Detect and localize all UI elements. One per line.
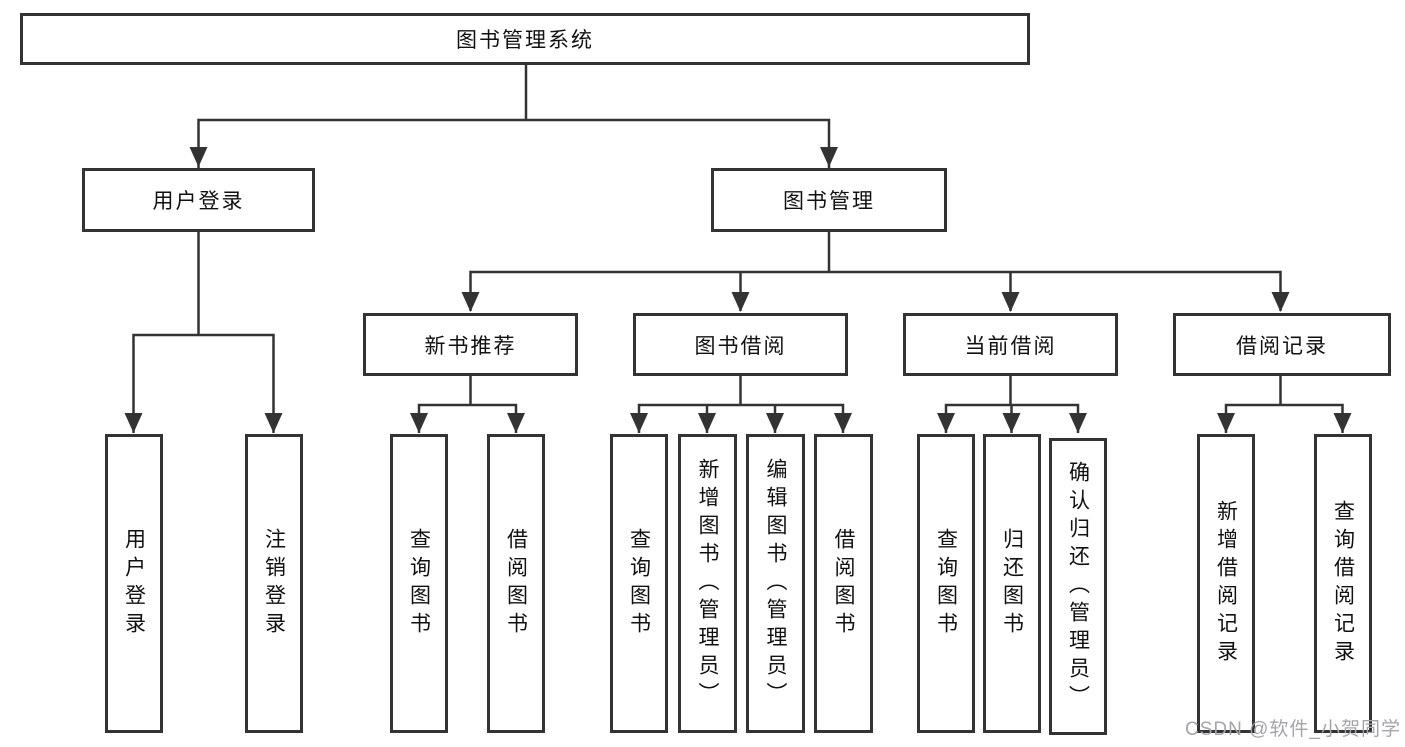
leaf-query-books-borrow-label: 查询图书 <box>627 527 651 640</box>
leaf-query-books-borrow: 查询图书 <box>610 434 668 733</box>
node-current-borrow: 当前借阅 <box>903 313 1118 376</box>
node-new-book-recommend: 新书推荐 <box>363 313 578 376</box>
leaf-query-borrow-record: 查询借阅记录 <box>1314 434 1372 733</box>
leaf-borrow-books-new-label: 借阅图书 <box>504 527 528 640</box>
leaf-query-borrow-record-label: 查询借阅记录 <box>1331 499 1355 668</box>
leaf-add-borrow-record-label: 新增借阅记录 <box>1214 499 1238 668</box>
leaf-return-book: 归还图书 <box>983 434 1041 733</box>
node-new-book-recommend-label: 新书推荐 <box>424 334 517 358</box>
node-root-label: 图书管理系统 <box>456 29 594 52</box>
leaf-query-books-current: 查询图书 <box>917 434 975 733</box>
leaf-add-book-label: 新增图书（管理员） <box>696 457 719 710</box>
leaf-borrow-books-new: 借阅图书 <box>487 434 545 733</box>
node-root: 图书管理系统 <box>20 13 1030 65</box>
node-book-borrow-label: 图书借阅 <box>694 334 787 358</box>
node-borrow-records-label: 借阅记录 <box>1236 334 1328 358</box>
node-book-management: 图书管理 <box>711 168 947 232</box>
leaf-confirm-return-label: 确认归还（管理员） <box>1066 460 1090 713</box>
node-book-borrow: 图书借阅 <box>633 313 848 376</box>
leaf-edit-book: 编辑图书（管理员） <box>746 434 805 733</box>
leaf-user-login-label: 用户登录 <box>122 527 146 640</box>
node-borrow-records: 借阅记录 <box>1173 313 1391 376</box>
leaf-query-books-current-label: 查询图书 <box>934 527 958 640</box>
csdn-watermark: CSDN @软件_小贺同学 <box>1185 719 1401 740</box>
leaf-logout-label: 注销登录 <box>262 527 286 640</box>
leaf-edit-book-label: 编辑图书（管理员） <box>764 457 787 710</box>
leaf-query-books-new-label: 查询图书 <box>407 527 431 640</box>
leaf-logout: 注销登录 <box>245 434 303 733</box>
leaf-add-borrow-record: 新增借阅记录 <box>1197 434 1255 733</box>
leaf-user-login: 用户登录 <box>105 434 163 733</box>
arrowheads <box>124 147 1352 433</box>
node-user-login-label: 用户登录 <box>152 190 245 213</box>
leaf-borrow-books-borrow-label: 借阅图书 <box>832 527 855 640</box>
leaf-borrow-books-borrow: 借阅图书 <box>814 434 873 733</box>
leaf-query-books-new: 查询图书 <box>390 434 448 733</box>
leaf-add-book: 新增图书（管理员） <box>678 434 737 733</box>
node-book-management-label: 图书管理 <box>783 190 875 213</box>
node-current-borrow-label: 当前借阅 <box>964 334 1057 358</box>
node-user-login: 用户登录 <box>82 168 315 232</box>
leaf-confirm-return: 确认归还（管理员） <box>1049 438 1107 735</box>
leaf-return-book-label: 归还图书 <box>1000 527 1024 640</box>
